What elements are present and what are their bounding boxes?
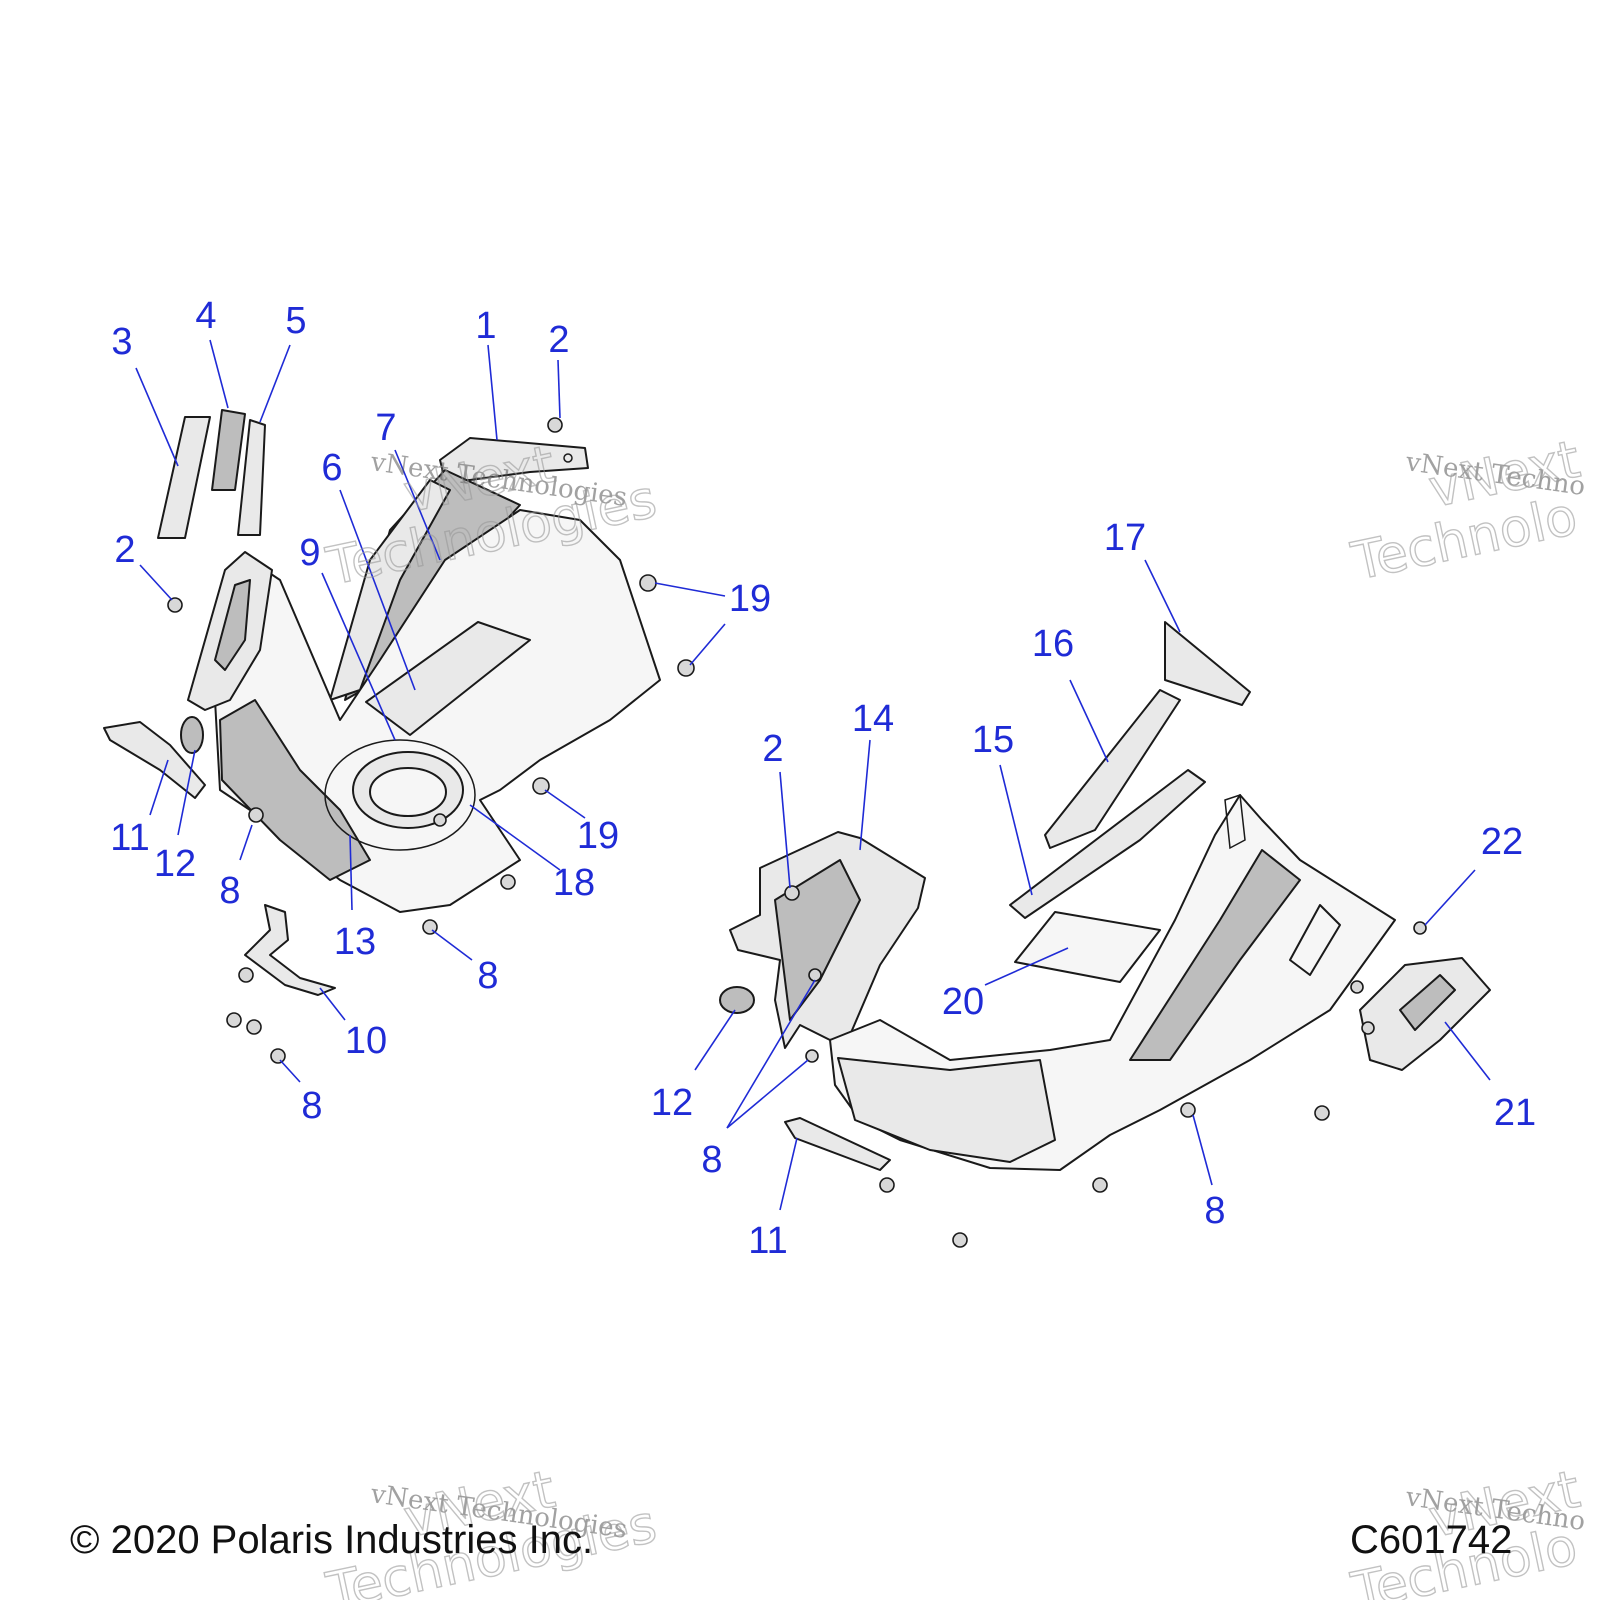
part-11-right-handle — [784, 1117, 891, 1171]
callout-8: 8 — [1204, 1190, 1225, 1232]
callout-8: 8 — [219, 870, 240, 912]
leader-lines — [135, 339, 1491, 1211]
part-3-pad — [157, 416, 211, 539]
part-4-pad — [211, 409, 246, 491]
part-12-plug — [180, 716, 204, 754]
copyright-notice: © 2020 Polaris Industries Inc. — [70, 1518, 594, 1562]
part-belly-side-shade — [1129, 849, 1301, 1061]
callout-17: 17 — [1104, 517, 1146, 559]
fastener-icon — [167, 417, 695, 1064]
callout-19: 19 — [729, 578, 771, 620]
part-18-ring-inner — [369, 767, 447, 817]
plug-icon — [719, 986, 755, 1014]
figure-id: C601742 — [1350, 1518, 1513, 1562]
callout-16: 16 — [1032, 623, 1074, 665]
part-belly-opening — [1289, 904, 1341, 976]
callout-9: 9 — [299, 532, 320, 574]
part-10-bracket — [244, 904, 336, 996]
part-21-slot — [1399, 974, 1456, 1031]
callout-11: 11 — [110, 817, 149, 859]
callout-labels: 1 2 3 4 5 7 6 2 9 19 17 16 14 2 15 11 12… — [110, 295, 1536, 1262]
callout-11: 11 — [748, 1220, 787, 1262]
part-13-shade — [219, 699, 371, 881]
part-5-pad — [237, 419, 266, 536]
callout-2: 2 — [114, 529, 135, 571]
callout-18: 18 — [553, 862, 595, 904]
callout-8: 8 — [301, 1085, 322, 1127]
callout-22: 22 — [1481, 821, 1523, 863]
part-1-hole — [563, 453, 573, 463]
callout-20: 20 — [942, 981, 984, 1023]
part-20-pad — [1014, 911, 1161, 983]
callout-21: 21 — [1494, 1092, 1536, 1134]
callout-3: 3 — [111, 321, 132, 363]
part-17-pad — [1164, 621, 1251, 706]
callout-19: 19 — [577, 815, 619, 857]
callout-2: 2 — [762, 728, 783, 770]
part-14-shade — [774, 859, 861, 1021]
right-assembly — [719, 621, 1491, 1248]
callout-14: 14 — [852, 698, 894, 740]
callout-15: 15 — [972, 719, 1014, 761]
part-6-pad — [365, 621, 531, 736]
callout-13: 13 — [334, 921, 376, 963]
watermark-top-right-big: vNext Technolo — [1346, 429, 1586, 593]
callout-10: 10 — [345, 1020, 387, 1062]
callout-12: 12 — [651, 1082, 693, 1124]
callout-4: 4 — [195, 295, 216, 337]
part-16-pad — [1044, 689, 1181, 849]
callout-8: 8 — [477, 955, 498, 997]
left-assembly — [103, 409, 695, 1064]
part-belly-rib — [1224, 793, 1246, 850]
callout-8: 8 — [701, 1139, 722, 1181]
callout-6: 6 — [321, 447, 342, 489]
part-belly-lower-shade — [837, 1057, 1056, 1163]
part-2-frame-inner — [214, 579, 251, 671]
part-11-handle — [103, 721, 206, 799]
part-9-plate — [324, 739, 476, 851]
callout-12: 12 — [154, 843, 196, 885]
fastener-icon — [784, 885, 1427, 1248]
part-15-pad — [1009, 769, 1206, 919]
callout-5: 5 — [285, 300, 306, 342]
callout-7: 7 — [375, 407, 396, 449]
callout-1: 1 — [475, 305, 496, 347]
callout-2: 2 — [548, 319, 569, 361]
